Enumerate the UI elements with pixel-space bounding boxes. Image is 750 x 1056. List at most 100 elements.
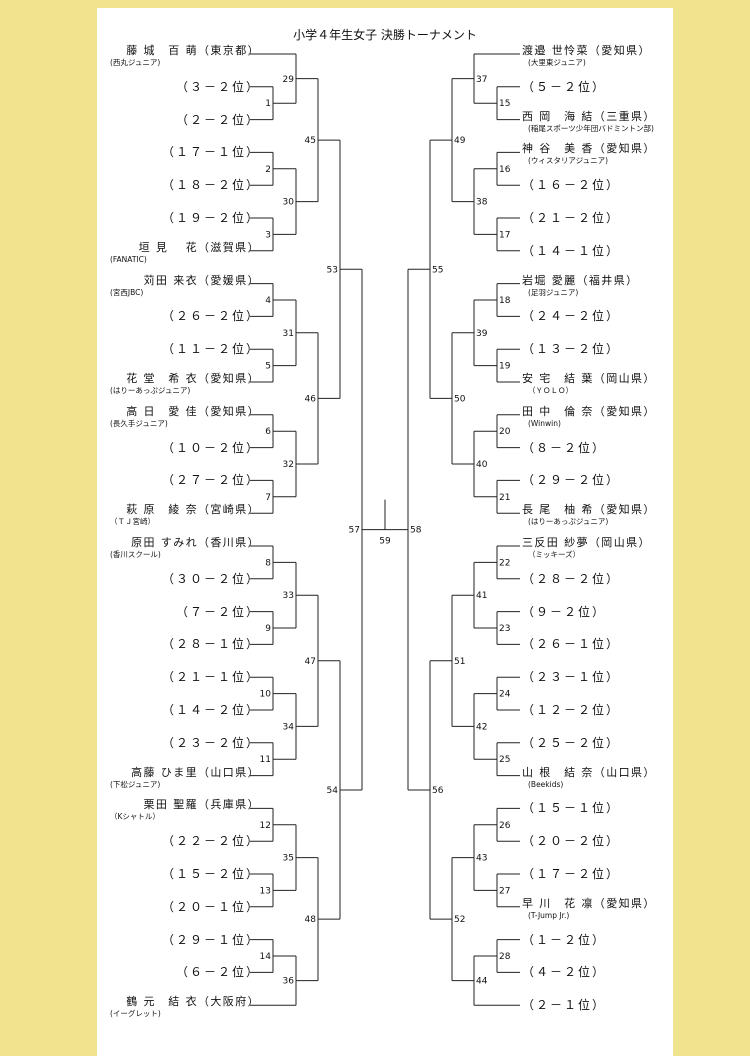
left-seed-slot: （２２－２位） [161,834,260,849]
left-player-club: （ＴＪ宮崎） [110,517,155,527]
right-seed-slot: （１－２位） [522,932,607,947]
left-seed-slot: （２－２位） [175,112,260,127]
match-number: 10 [260,690,272,700]
right-seed-slot: （４－２位） [522,965,607,980]
right-player-name: 山 根 結 奈（山口県） [522,765,656,779]
right-seed-slot: （２３－１位） [522,670,621,685]
match-number: 7 [265,493,271,503]
left-player-name: 垣 見 花（滋賀県） [138,240,260,254]
match-number: 28 [499,952,511,962]
left-player-name: 藤 城 百 萌（東京都） [126,44,260,57]
match-number: 54 [327,786,339,796]
left-seed-slot: （６－２位） [175,965,260,980]
match-number: 3 [265,230,271,240]
match-number: 4 [265,296,271,306]
match-number: 1 [265,99,271,109]
right-seed-slot: （２４－２位） [522,309,621,324]
match-number: 49 [454,136,466,146]
match-number: 19 [499,362,511,372]
left-player-name: 花 堂 希 衣（愛知県） [126,372,260,385]
left-seed-slot: （２０－１位） [161,899,260,914]
left-seed-slot: （２７－２位） [161,473,260,488]
right-player-name: 西 岡 海 結（三重県） [522,109,656,123]
left-seed-slot: （２１－１位） [161,670,260,685]
right-player-name: 岩堀 愛麗（福井県） [522,273,639,287]
right-seed-slot: （２０－２位） [522,834,621,849]
left-seed-slot: （２９－１位） [161,932,260,947]
match-number: 13 [260,886,271,896]
match-number: 34 [283,722,295,732]
match-number: 27 [499,886,510,896]
left-player-club: (長久手ジュニア) [110,418,168,428]
right-player-name: 三反田 紗夢（岡山県） [522,536,651,549]
match-number: 23 [499,624,510,634]
left-player-name: 苅田 来衣（愛媛県） [143,273,260,287]
match-number: 8 [265,558,271,568]
right-seed-slot: （２９－２位） [522,473,621,488]
right-player-name: 渡邉 世怜菜（愛知県） [522,44,651,57]
match-number: 38 [476,198,488,208]
match-number: 46 [305,394,317,404]
match-number: 9 [265,624,271,634]
left-player-club: (西丸ジュニア) [110,58,161,67]
match-number: 52 [454,915,465,925]
left-player-name: 鶴 元 結 衣（大阪府） [126,995,260,1009]
match-number: 58 [410,526,422,536]
left-seed-slot: （２３－２位） [161,735,260,750]
match-number: 17 [499,230,510,240]
match-number: 53 [327,265,338,275]
left-seed-slot: （１８－２位） [161,178,260,193]
left-seed-slot: （３－２位） [175,79,260,94]
left-seed-slot: （１９－２位） [161,211,260,225]
match-number: 37 [476,75,487,85]
match-number: 40 [476,460,488,470]
page-title: 小学４年生女子 決勝トーナメント [293,28,477,42]
match-number: 21 [499,493,510,503]
right-seed-slot: （２－１位） [522,998,607,1013]
right-player-club: (ウィスタリアジュニア) [528,156,609,166]
right-seed-slot: （２６－１位） [522,637,621,652]
match-number: 31 [283,329,294,339]
match-number: 33 [283,591,294,601]
left-player-club: （Kシャトル） [110,812,160,822]
match-number: 56 [432,786,444,796]
match-number: 44 [476,977,488,987]
left-player-club: (はりーあっぷジュニア) [110,386,191,395]
match-number: 22 [499,558,510,568]
match-number: 36 [283,977,295,987]
right-seed-slot: （５－２位） [522,79,607,94]
match-number: 32 [283,460,294,470]
match-number: 41 [476,591,487,601]
right-seed-slot: （１３－２位） [522,342,621,357]
right-player-club: (Beekids) [528,779,564,789]
left-seed-slot: （１１－２位） [161,342,260,357]
match-number: 11 [260,755,271,765]
left-seed-slot: （１７－１位） [161,145,260,160]
match-number: 59 [379,537,391,547]
match-number: 24 [499,690,511,700]
right-seed-slot: （１５－１位） [522,801,621,816]
right-seed-slot: （２５－２位） [522,735,621,750]
right-player-club: (大里東ジュニア) [528,58,586,67]
right-player-club: (稲尾スポーツ少年団バドミントン部) [528,123,654,133]
match-number: 45 [305,136,316,146]
left-player-name: 高藤 ひま里（山口県） [131,765,260,779]
match-number: 47 [305,657,316,667]
match-number: 42 [476,722,487,732]
match-number: 2 [265,165,271,175]
left-player-club: (FANATIC) [110,254,147,264]
right-seed-slot: （８－２位） [522,440,607,455]
match-number: 20 [499,427,511,437]
right-seed-slot: （２１－２位） [522,211,621,225]
right-player-club: （ＹＯＬＯ） [528,386,573,395]
left-player-club: (下松ジュニア) [110,779,161,789]
left-seed-slot: （１０－２位） [161,440,260,455]
left-player-name: 原田 すみれ（香川県） [131,536,260,549]
left-player-name: 高 日 愛 佳（愛知県） [126,404,260,418]
left-seed-slot: （７－２位） [175,604,260,619]
right-seed-slot: （２８－２位） [522,571,621,586]
match-number: 50 [454,394,466,404]
right-player-club: (はりーあっぷジュニア) [528,517,609,527]
left-seed-slot: （３０－２位） [161,571,260,586]
left-seed-slot: （２６－２位） [161,309,260,324]
